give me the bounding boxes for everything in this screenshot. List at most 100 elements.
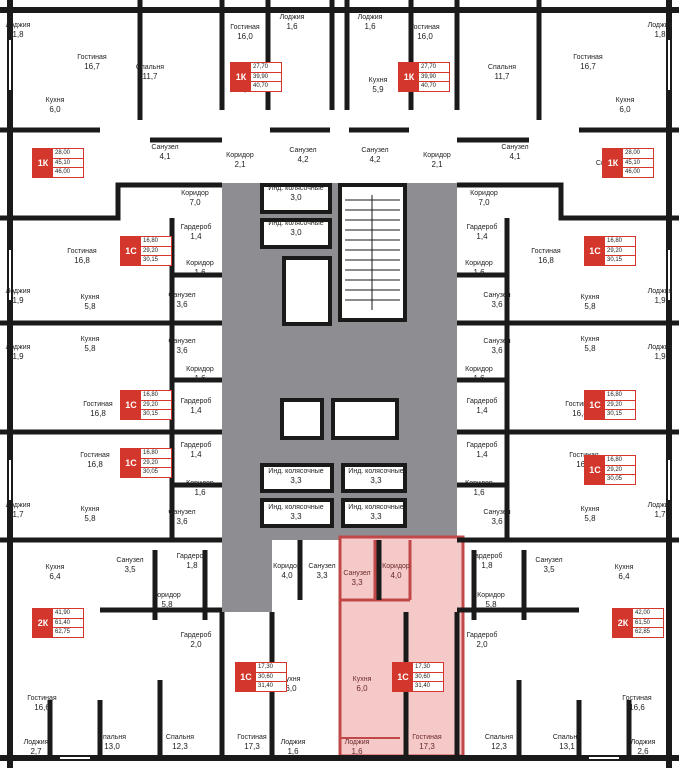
apartment-area-value: 16,80 (141, 391, 171, 401)
room-area: 3,0 (290, 193, 302, 202)
room-area: 1,7 (12, 510, 24, 519)
apartment-type: 2К (33, 609, 53, 637)
room-area: 3,3 (370, 476, 382, 485)
apartment-area-value: 29,20 (605, 466, 635, 476)
room-area: 6,0 (49, 105, 61, 114)
apartment-area-value: 62,85 (635, 629, 651, 636)
room-area: 1,6 (473, 488, 485, 497)
room-name: Гардероб (471, 553, 503, 560)
room-area: 5,8 (584, 514, 596, 523)
room-area: 3,6 (491, 300, 503, 309)
room-area: 1,9 (654, 352, 666, 361)
room-name: Коридор (186, 366, 214, 373)
apartment-area-value: 46,00 (55, 169, 71, 176)
apartment-area-value: 30,60 (256, 673, 286, 683)
room-name: Лоджия (280, 739, 306, 746)
room-area: 1,4 (476, 406, 488, 415)
room-area: 3,6 (176, 517, 188, 526)
room-name: Лоджия (344, 739, 370, 746)
room-name: Гостиная (77, 54, 107, 61)
room-area: 16,8 (87, 460, 103, 469)
apartment-area-value: 61,50 (633, 619, 663, 629)
apartment-area-value: 45,10 (623, 159, 653, 169)
apartment-area-value: 17,30 (413, 663, 443, 673)
room-area: 2,1 (431, 160, 443, 169)
room-name: Гостиная (237, 734, 267, 741)
apartment-area-value: 39,90 (251, 73, 281, 83)
room-name: Кухня (80, 506, 100, 513)
room-name: Лоджия (647, 344, 673, 351)
room-area: 1,6 (194, 488, 206, 497)
room-area: 3,6 (491, 346, 503, 355)
room-name: Лоджия (630, 739, 656, 746)
room-name: Санузел (343, 570, 371, 577)
room-area: 3,6 (176, 300, 188, 309)
room-name: Инд. колясочные (268, 185, 324, 192)
room-name: Гостиная (80, 452, 110, 459)
apartment-type: 1К (33, 149, 53, 177)
room-name: Гостиная (410, 24, 440, 31)
room-area: 1,6 (194, 268, 206, 277)
apartment-type: 1К (231, 63, 251, 91)
room-area: 6,4 (49, 572, 61, 581)
room-area: 4,2 (369, 155, 381, 164)
room-name: Лоджия (647, 22, 673, 29)
room-name: Санузел (501, 144, 529, 151)
room-area: 1,9 (12, 352, 24, 361)
room-area: 6,0 (619, 105, 631, 114)
apartment-area-value: 29,20 (141, 459, 171, 469)
room-name: Лоджия (5, 22, 31, 29)
room-name: Гардероб (176, 553, 208, 560)
room-area: 5,8 (84, 302, 96, 311)
room-area: 3,3 (370, 512, 382, 521)
room-area: 13,0 (104, 742, 120, 751)
apartment-area-value: 30,60 (413, 673, 443, 683)
room-name: Гостиная (27, 695, 57, 702)
apartment-area-value: 45,10 (53, 159, 83, 169)
room-area: 1,9 (12, 296, 24, 305)
apartment-area-value: 17,30 (256, 663, 286, 673)
room-area: 5,8 (84, 344, 96, 353)
apartment-area-value: 30,05 (607, 476, 623, 483)
room-area: 12,3 (491, 742, 507, 751)
room-area: 2,0 (476, 640, 488, 649)
room-name: Гостиная (573, 54, 603, 61)
core-rooms (260, 183, 407, 528)
room-area: 6,4 (618, 572, 630, 581)
room-name: Коридор (477, 592, 505, 599)
room-name: Коридор (465, 366, 493, 373)
room-name: Кухня (615, 97, 635, 104)
room-area: 16,7 (84, 62, 100, 71)
